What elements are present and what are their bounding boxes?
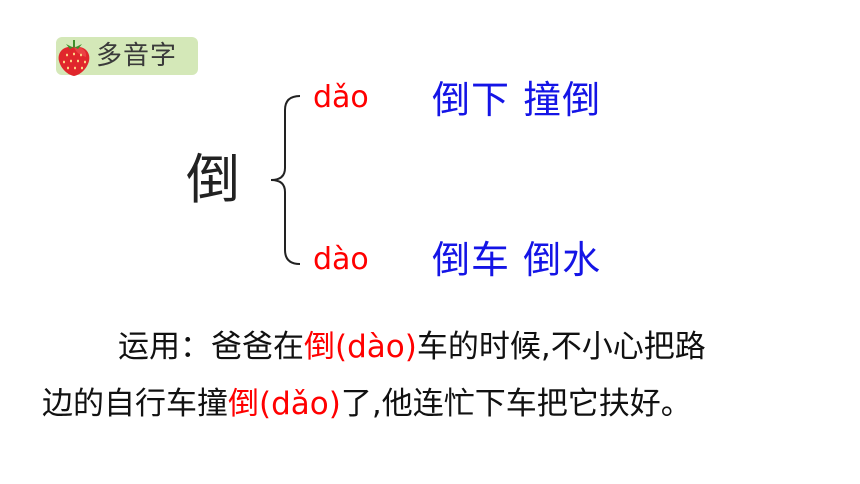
badge-label: 多音字	[96, 41, 178, 71]
strawberry-icon	[58, 40, 90, 76]
sentence-text: 运用：爸爸在	[118, 329, 304, 365]
example-sentence-line-1: 运用：爸爸在倒(dào)车的时候,不小心把路	[118, 328, 706, 366]
example-words-2: 倒车 倒水	[432, 238, 602, 282]
polyphone-badge: 多音字	[56, 37, 198, 76]
pinyin-reading-2: dào	[313, 242, 369, 277]
sentence-text: 车的时候,不小心把路	[416, 329, 706, 365]
main-character: 倒	[186, 148, 240, 211]
sentence-text: 边的自行车撞	[42, 386, 228, 422]
pinyin-reading-1: dǎo	[313, 80, 369, 115]
highlighted-word: 倒(dǎo)	[228, 386, 341, 422]
brace-connector	[270, 95, 301, 265]
sentence-text: 了,他连忙下车把它扶好。	[340, 386, 692, 422]
highlighted-word: 倒(dào)	[304, 329, 417, 365]
example-sentence-line-2: 边的自行车撞倒(dǎo)了,他连忙下车把它扶好。	[42, 385, 692, 423]
example-words-1: 倒下 撞倒	[432, 78, 602, 122]
